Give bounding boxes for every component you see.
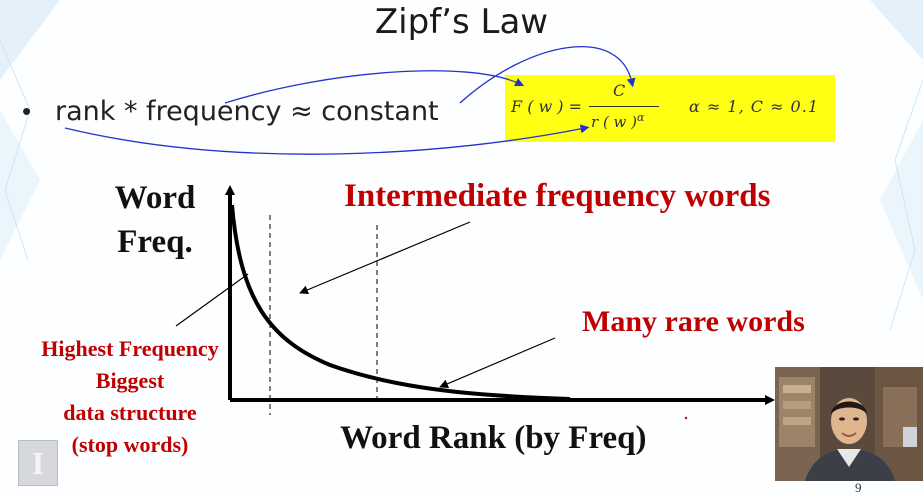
intermediate-label: Intermediate frequency words (344, 178, 771, 214)
y-axis-label-line1: Word (114, 180, 196, 216)
y-axis-label-line2: Freq. (117, 224, 193, 260)
formula-lhs: F ( w ) = (511, 97, 583, 116)
highest-line-2: Biggest (95, 368, 165, 393)
bullet-text: rank * frequency ≈ constant (55, 96, 439, 127)
slide-title: Zipf’s Law (374, 2, 549, 42)
formula-condition: α ≈ 1, C ≈ 0.1 (689, 97, 819, 116)
university-logo-icon: I (18, 440, 58, 486)
highest-line-1: Highest Frequency (41, 336, 219, 361)
highest-line-3: data structure (63, 400, 197, 425)
blue-arrow-frequency (224, 70, 525, 104)
bullet-marker: • (22, 96, 32, 126)
x-axis-label: Word Rank (by Freq) (340, 420, 647, 456)
formula-denominator: r ( w )α (591, 111, 645, 131)
presenter-webcam-icon (775, 367, 923, 481)
blue-arrow-constant (459, 46, 636, 104)
page-number: 9 (855, 480, 862, 495)
rare-words-label: Many rare words (582, 305, 805, 338)
pointer-intermediate (299, 221, 471, 295)
y-axis-label: Word Freq. (100, 176, 210, 264)
formula-numerator: C (613, 81, 626, 100)
formula-exponent: α (637, 111, 645, 124)
formula-fraction-bar (589, 106, 659, 107)
zipf-curve (230, 204, 571, 401)
blue-arrow-rank (64, 124, 590, 155)
pointer-highest (175, 273, 249, 327)
highest-frequency-label: Highest Frequency Biggest data structure… (14, 333, 246, 461)
red-dot (684, 416, 688, 420)
highest-line-4: (stop words) (71, 432, 189, 457)
pointer-rare (439, 337, 556, 389)
formula-box: F ( w ) = C r ( w )α α ≈ 1, C ≈ 0.1 (505, 75, 835, 142)
